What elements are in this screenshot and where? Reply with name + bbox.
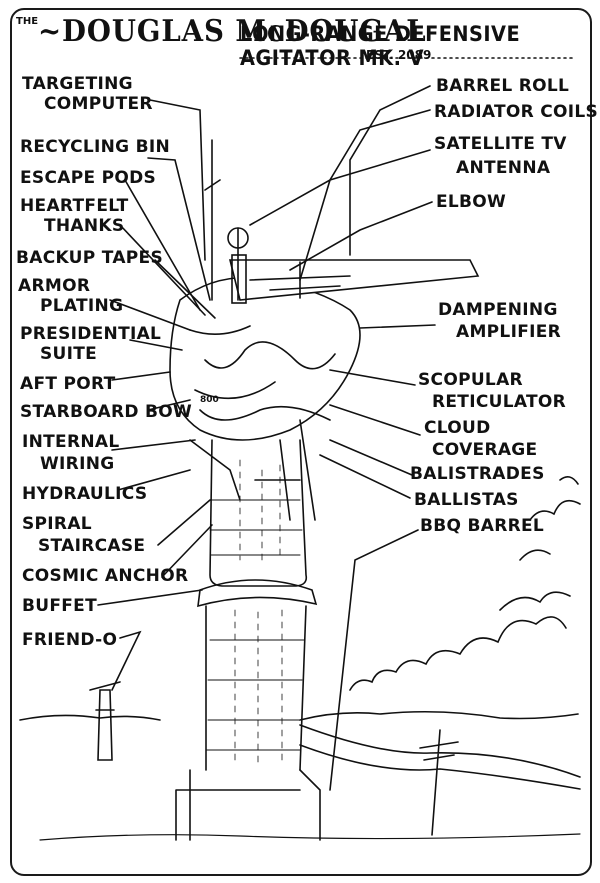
label-thanks: THANKS [44,216,125,236]
label-reticulator: RETICULATOR [432,392,567,412]
label-friend-o: FRIEND-O [22,630,118,650]
label-presidential: PRESIDENTIAL [20,324,162,344]
label-heartfelt: HEARTFELT [20,196,129,216]
label-internal: INTERNAL [22,432,120,452]
label-staircase: STAIRCASE [38,536,146,556]
title-subtitle: LONG-RANGE DEFENSIVE AGITATOR MK. V [240,22,521,70]
label-antenna: ANTENNA [456,158,551,178]
label-hydraulics: HYDRAULICS [22,484,148,504]
label-barrel-roll: BARREL ROLL [436,76,570,96]
telephone-pole [299,724,581,836]
label-scopular: SCOPULAR [418,370,523,390]
label-escape-pods: ESCAPE PODS [20,168,157,188]
label-cosmic-anchor: COSMIC ANCHOR [22,566,189,586]
tower-body [209,439,308,587]
label-balistrades: BALISTRADES [410,464,545,484]
label-amplifier: AMPLIFIER [456,322,562,342]
label-satellite-tv: SATELLITE TV [434,134,567,154]
title-prefix: THE [16,16,39,27]
tower-plate: 800 [200,395,219,405]
label-bbq-barrel: BBQ BARREL [420,516,545,536]
label-buffet: BUFFET [22,596,97,616]
label-recycling-bin: RECYCLING BIN [20,137,171,157]
label-suite: SUITE [40,344,98,364]
label-dampening: DAMPENING [438,300,558,320]
established-date: EST. 2089 [366,48,432,62]
label-plating: PLATING [40,296,124,316]
label-backup-tapes: BACKUP TAPES [16,248,163,268]
label-ballistas: BALLISTAS [414,490,519,510]
friend-o-tower [89,681,121,761]
label-armor: ARMOR [18,276,91,296]
cloud-shape [349,476,581,691]
label-cloud: CLOUD [424,418,491,438]
label-wiring: WIRING [40,454,115,474]
label-elbow: ELBOW [436,192,507,212]
label-radiator-coils: RADIATOR COILS [434,102,599,122]
label-spiral: SPIRAL [22,514,92,534]
label-starboard-bow: STARBOARD BOW [20,402,193,422]
label-targeting: TARGETING [22,74,133,94]
title-name: ~DOUGLAS McDOUGAL [38,14,427,49]
label-computer: COMPUTER [44,94,153,114]
label-coverage: COVERAGE [432,440,538,460]
label-aft-port: AFT PORT [20,374,116,394]
